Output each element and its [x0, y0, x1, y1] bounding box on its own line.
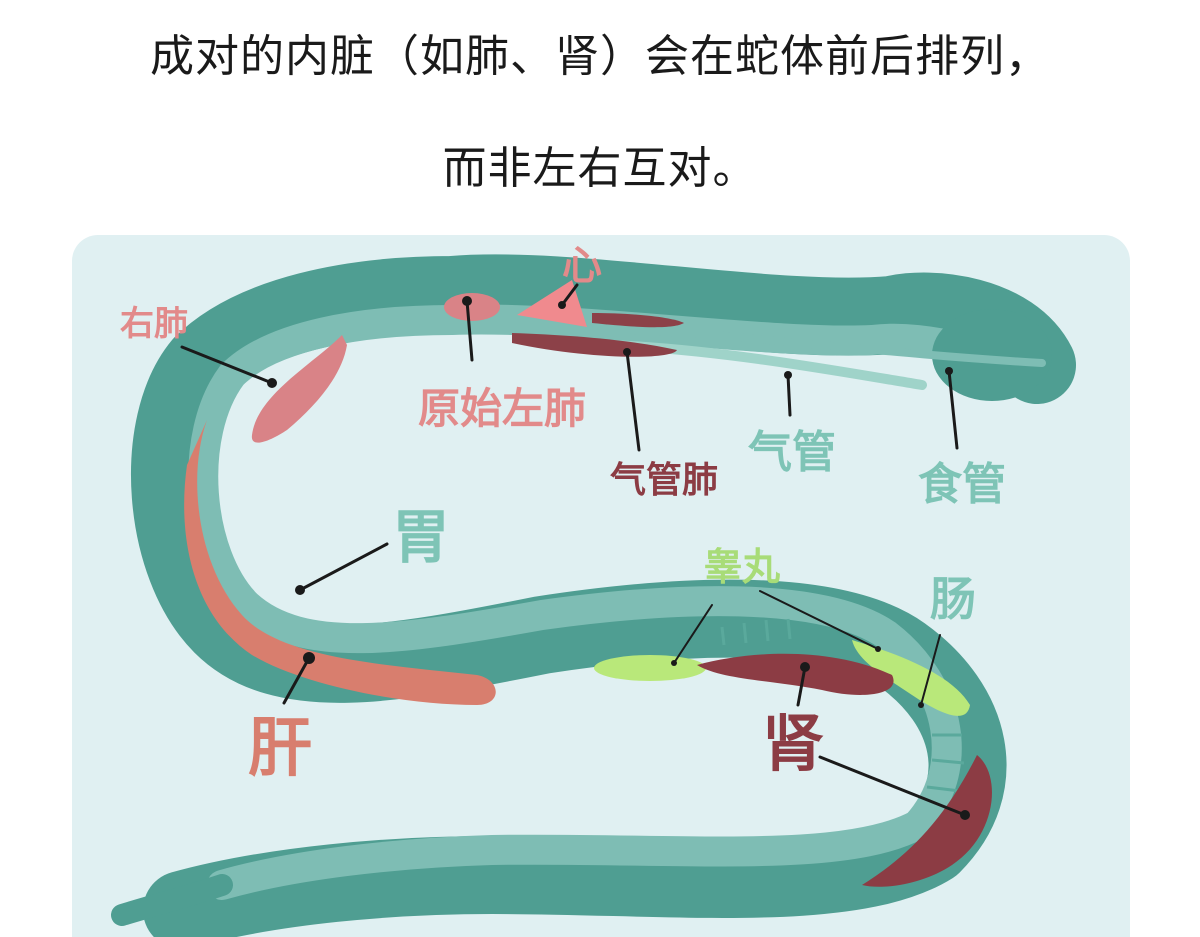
pointer-testes-1 [673, 604, 713, 664]
snake-anatomy-svg: 心 右肺 原始左肺 气管肺 气管 食管 胃 肝 睾丸 肠 肾 [111, 243, 1076, 937]
pointer-tracheal-lung [625, 350, 641, 452]
snake-body-outer [131, 254, 1076, 937]
right-lung-organ [251, 335, 347, 443]
label-right-lung: 右肺 [120, 304, 188, 344]
liver-organ [184, 420, 496, 705]
label-kidney: 肾 [762, 707, 824, 780]
label-intestine: 肠 [930, 572, 976, 626]
organs [184, 280, 992, 887]
pointer-dots [267, 296, 970, 820]
primitive-left-lung-organ [444, 293, 500, 321]
caption-line-1: 成对的内脏（如肺、肾）会在蛇体前后排列， [150, 31, 1050, 82]
pointer-esophagus [947, 369, 959, 450]
pointer-lines [180, 283, 967, 817]
label-heart: 心 [562, 243, 602, 289]
pointer-testes-2 [759, 590, 879, 650]
pointer-stomach [298, 542, 389, 592]
labels: 心 右肺 原始左肺 气管肺 气管 食管 胃 肝 睾丸 肠 肾 [120, 243, 1006, 786]
pointer-heart [560, 283, 579, 307]
intestine-marks [720, 618, 965, 793]
testes-organ-2 [852, 640, 970, 716]
esophagus-tube [628, 326, 1046, 367]
label-liver: 肝 [248, 712, 312, 786]
pointer-liver [282, 656, 311, 705]
pointer-intestine [920, 634, 941, 706]
label-stomach: 胃 [392, 503, 450, 571]
label-esophagus: 食管 [918, 459, 1006, 510]
pointer-trachea [786, 373, 792, 417]
pointer-primitive-left-lung [465, 299, 474, 362]
snake-head [932, 309, 1052, 401]
label-tracheal-lung: 气管肺 [610, 460, 718, 501]
kidney-organ-2 [862, 755, 992, 887]
label-trachea: 气管 [748, 427, 836, 478]
label-testes: 睾丸 [704, 545, 780, 589]
caption-line-2: 而非左右互对。 [442, 143, 758, 194]
tracheal-lung-organ-2 [592, 313, 684, 328]
pointer-kidney-2 [818, 755, 967, 817]
kidney-organ-1 [697, 653, 894, 695]
heart-organ [517, 280, 587, 327]
label-primitive-left-lung: 原始左肺 [418, 384, 586, 433]
pointer-right-lung [180, 345, 274, 385]
snake-body-inner [188, 304, 1037, 900]
snake-body [111, 254, 1076, 937]
snake-anatomy-diagram: 心 右肺 原始左肺 气管肺 气管 食管 胃 肝 睾丸 肠 肾 [72, 235, 1130, 937]
tracheal-lung-organ [512, 333, 677, 357]
pointer-kidney-1 [796, 665, 807, 707]
testes-organ-1 [594, 655, 706, 681]
snake-tail [111, 874, 233, 926]
